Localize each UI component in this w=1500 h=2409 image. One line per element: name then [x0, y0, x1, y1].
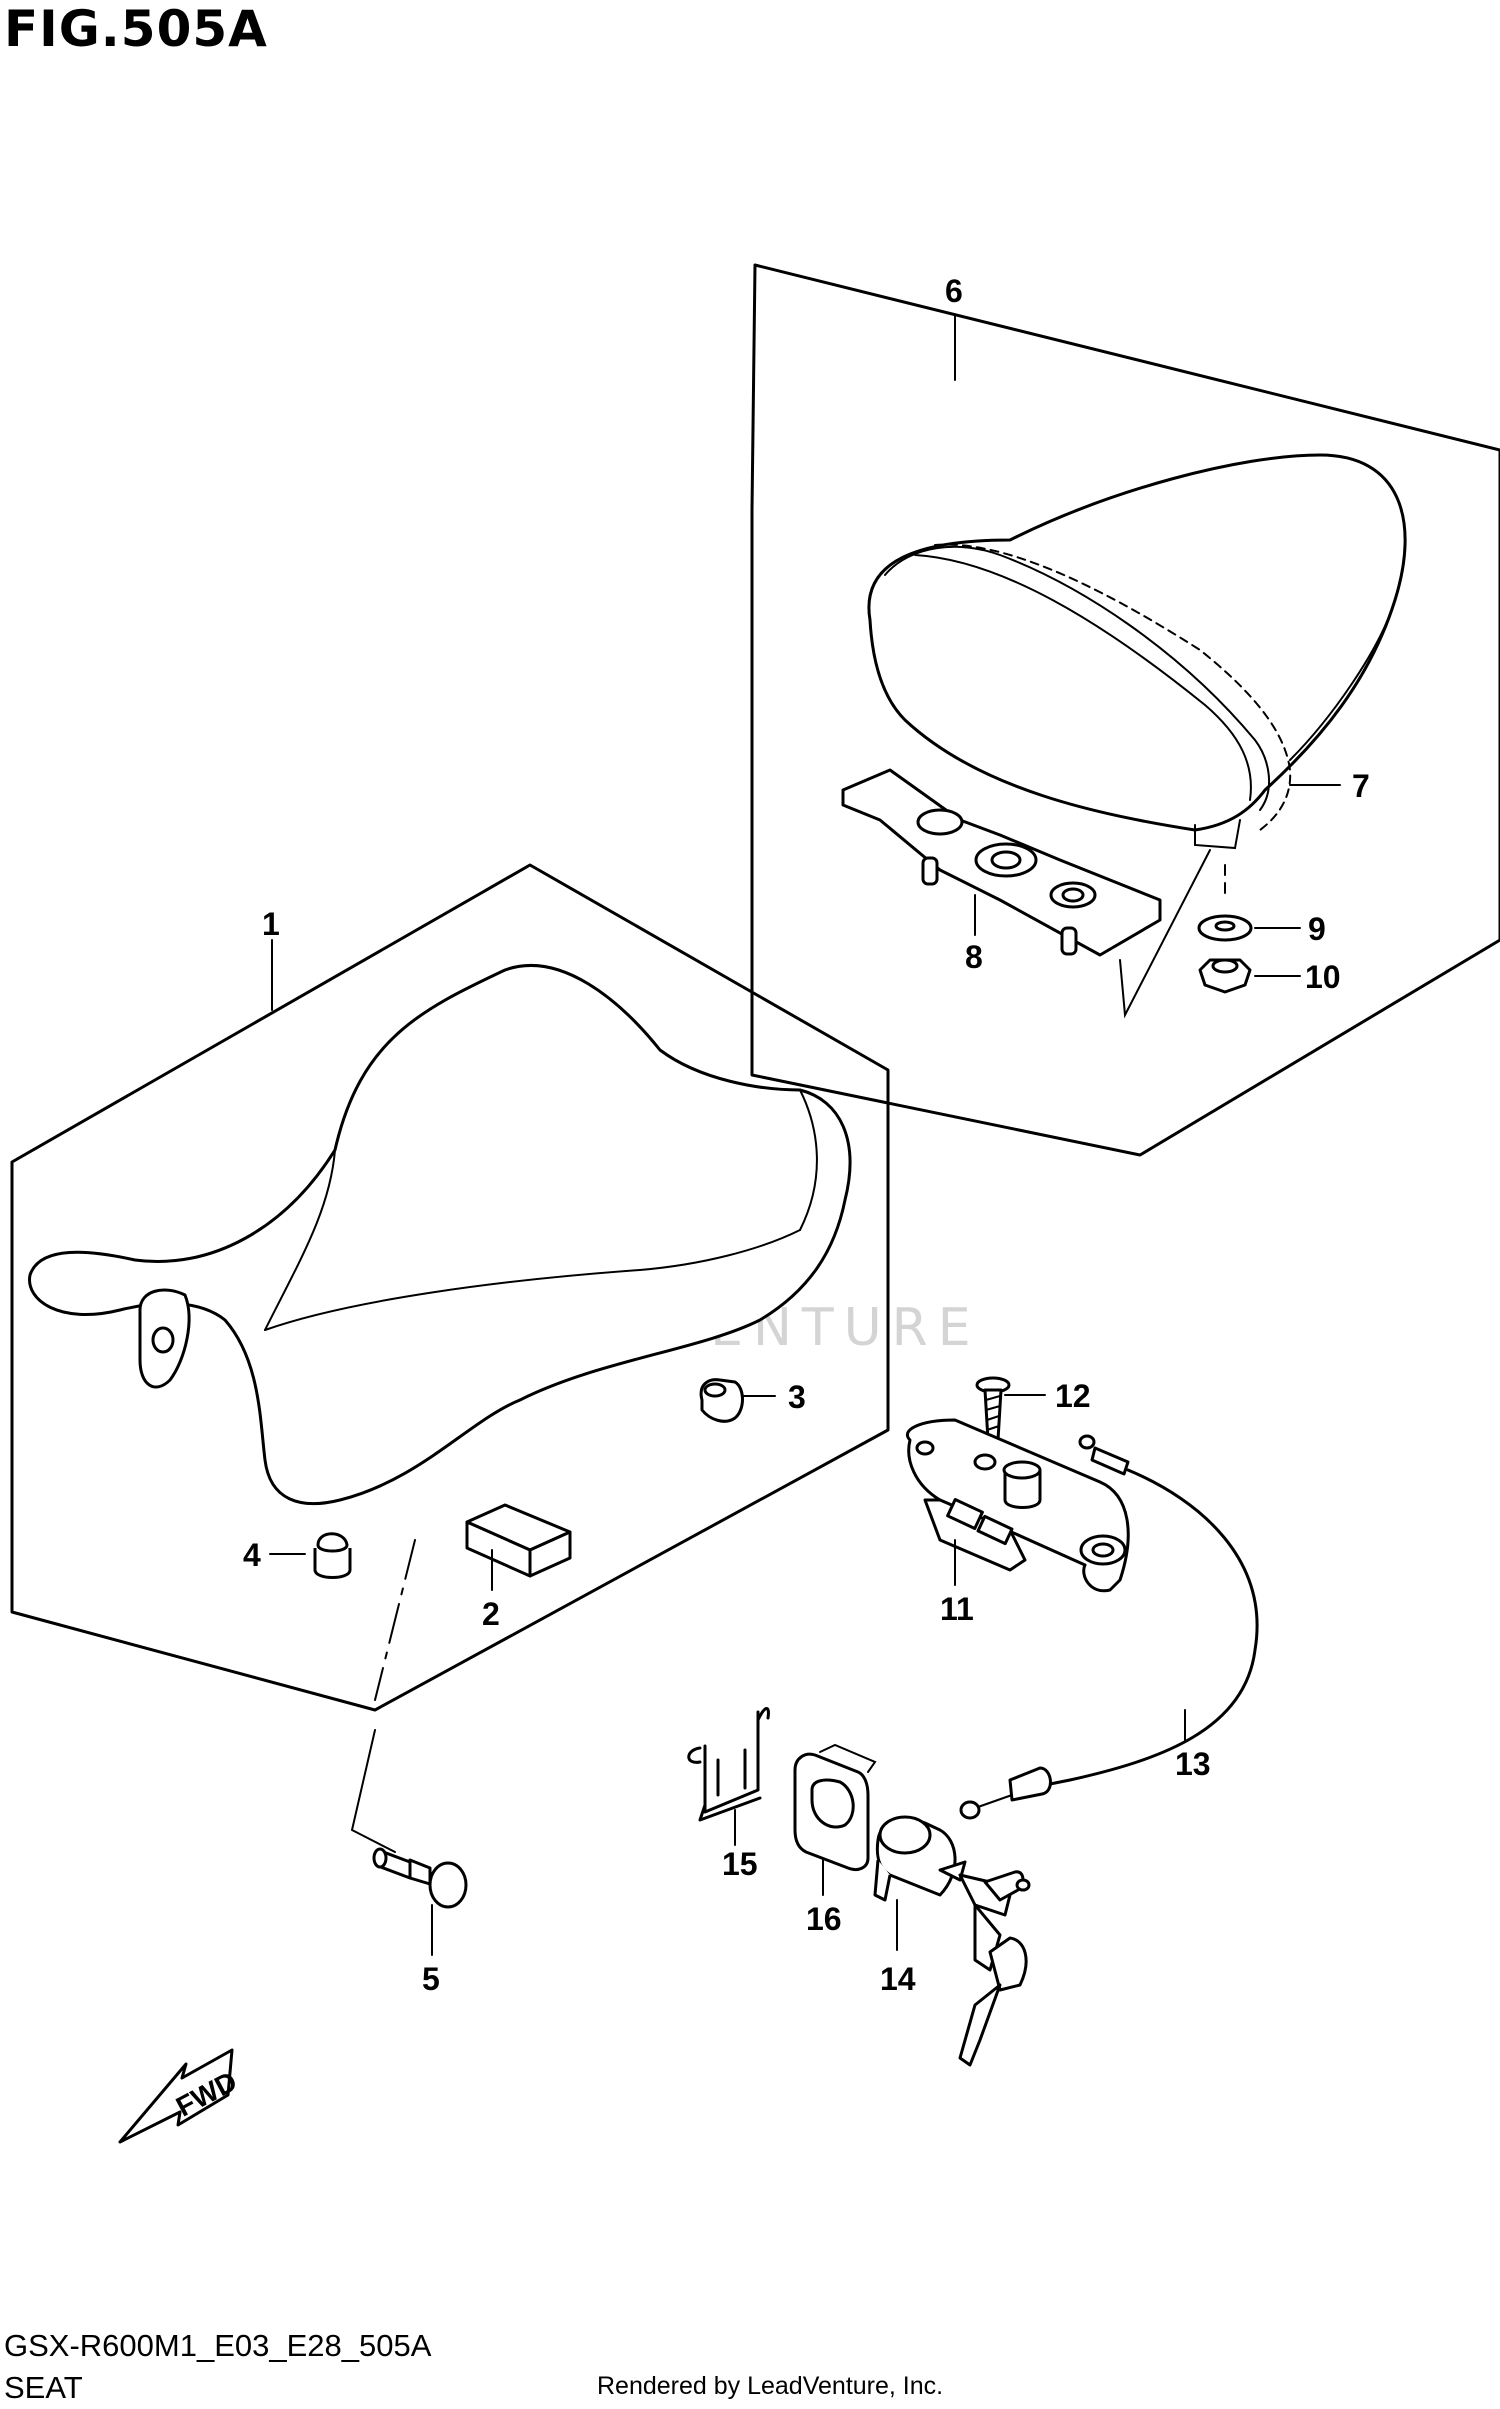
- nut[interactable]: [1198, 958, 1252, 994]
- damper-4[interactable]: [313, 1532, 352, 1579]
- rear-seat-cover[interactable]: [867, 453, 1407, 832]
- callout-15: 15: [722, 1846, 758, 1882]
- seat-lock-cable-13[interactable]: [959, 1434, 1259, 1820]
- key-lock-14[interactable]: [873, 1815, 1031, 2067]
- seat-lock-11[interactable]: [906, 1418, 1130, 1593]
- callout-11: 11: [940, 1591, 974, 1627]
- front-seat-group: [10, 863, 890, 1712]
- callout-leaders: [269, 314, 1341, 1956]
- callout-2: 2: [482, 1596, 500, 1632]
- figure-title: FIG.505A: [4, 0, 268, 58]
- callout-7: 7: [1352, 768, 1370, 804]
- forward-direction-arrow: FWD: [118, 2048, 242, 2144]
- front-seat[interactable]: [28, 964, 852, 1506]
- lock-plate-16[interactable]: [793, 1743, 877, 1872]
- bracket-leader: [1119, 849, 1211, 1019]
- callout-14: 14: [880, 1961, 916, 1997]
- callout-9: 9: [1308, 911, 1326, 947]
- bolt-5[interactable]: [372, 1847, 468, 1909]
- callout-5: 5: [422, 1961, 440, 1997]
- callout-4: 4: [243, 1537, 261, 1573]
- front-seat-group-outline: [10, 863, 890, 1712]
- callout-1: 1: [262, 906, 280, 942]
- callout-6: 6: [945, 273, 963, 309]
- cushion-3[interactable]: [699, 1378, 744, 1423]
- callout-16: 16: [806, 1901, 842, 1937]
- model-code: GSX-R600M1_E03_E28_505A: [4, 2328, 432, 2363]
- callout-8: 8: [965, 939, 983, 975]
- rear-seat-group: [750, 263, 1500, 1157]
- seat-bracket[interactable]: [841, 768, 1162, 957]
- bolt-leader: [350, 1729, 396, 1853]
- callout-13: 13: [1175, 1746, 1211, 1782]
- render-credit: Rendered by LeadVenture, Inc.: [597, 2372, 944, 2400]
- callout-12: 12: [1055, 1378, 1091, 1414]
- spring-15[interactable]: [687, 1707, 770, 1822]
- pad-2[interactable]: [465, 1503, 572, 1578]
- callouts: 1 2 3 4 5 6 7 8 9 10 11 12 13 14 15 16: [243, 273, 1370, 1997]
- callout-3: 3: [788, 1379, 806, 1415]
- callout-10: 10: [1305, 959, 1341, 995]
- section-name: SEAT: [4, 2370, 83, 2405]
- washer[interactable]: [1197, 914, 1253, 942]
- rear-seat-group-outline: [750, 263, 1500, 1157]
